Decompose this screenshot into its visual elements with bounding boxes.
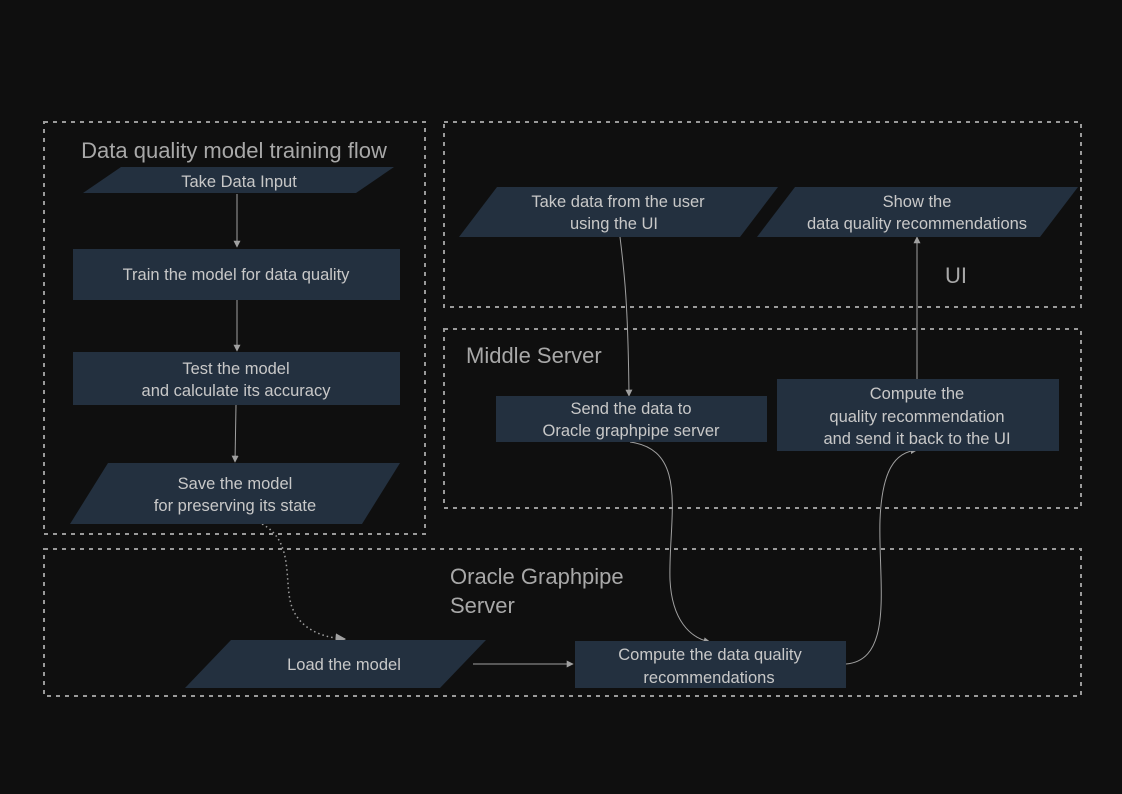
node-compute-send-back: Compute the quality recommendation and s… [777, 379, 1059, 451]
node-test-model-label-2: and calculate its accuracy [142, 382, 332, 400]
node-send-data-label-2: Oracle graphpipe server [542, 422, 720, 440]
node-take-data-input: Take Data Input [83, 167, 394, 193]
node-send-data-label-1: Send the data to [570, 400, 691, 418]
edge-compute-to-middle [845, 447, 918, 665]
node-compute-send-back-label-1: Compute the [870, 385, 964, 403]
zone-graphpipe-title-line1: Oracle Graphpipe [450, 564, 624, 589]
node-compute-send-back-label-3: and send it back to the UI [823, 430, 1010, 448]
node-train-model: Train the model for data quality [73, 249, 400, 300]
node-train-model-label: Train the model for data quality [123, 266, 351, 284]
edge-test-to-save [231, 404, 239, 463]
node-take-user-data-label-1: Take data from the user [531, 193, 705, 211]
node-show-recommendations: Show the data quality recommendations [757, 187, 1078, 237]
node-load-model: Load the model [185, 640, 486, 688]
edge-save-to-load [261, 523, 347, 644]
node-test-model: Test the model and calculate its accurac… [73, 352, 400, 405]
node-save-model-label-2: for preserving its state [154, 497, 316, 515]
zone-middle-server: Middle Server [443, 328, 1082, 509]
node-load-model-label: Load the model [287, 656, 401, 674]
zone-middle-server-title: Middle Server [466, 343, 602, 368]
node-compute-quality: Compute the data quality recommendations [575, 641, 846, 688]
zone-ui: UI [443, 121, 1082, 308]
node-test-model-label-1: Test the model [182, 360, 289, 378]
node-compute-quality-label-1: Compute the data quality [618, 646, 802, 664]
zone-graphpipe-title-line2: Server [450, 593, 515, 618]
zone-training-title: Data quality model training flow [81, 138, 387, 163]
node-take-user-data-label-2: using the UI [570, 215, 658, 233]
node-show-recommendations-label-1: Show the [883, 193, 952, 211]
node-compute-quality-label-2: recommendations [643, 669, 774, 687]
node-take-data-input-label: Take Data Input [181, 173, 297, 191]
zone-graphpipe-server: Oracle Graphpipe Server [43, 548, 1082, 697]
edges [231, 194, 921, 668]
zone-training: Data quality model training flow [43, 121, 426, 535]
node-compute-send-back-label-2: quality recommendation [829, 408, 1004, 426]
node-take-user-data: Take data from the user using the UI [459, 187, 778, 237]
edge-ui-to-send [619, 236, 633, 397]
node-show-recommendations-label-2: data quality recommendations [807, 215, 1027, 233]
edge-send-to-compute [629, 441, 711, 645]
node-save-model-label-1: Save the model [178, 475, 293, 493]
node-save-model: Save the model for preserving its state [70, 463, 400, 524]
node-send-data: Send the data to Oracle graphpipe server [496, 396, 767, 442]
zone-ui-title: UI [945, 263, 967, 288]
